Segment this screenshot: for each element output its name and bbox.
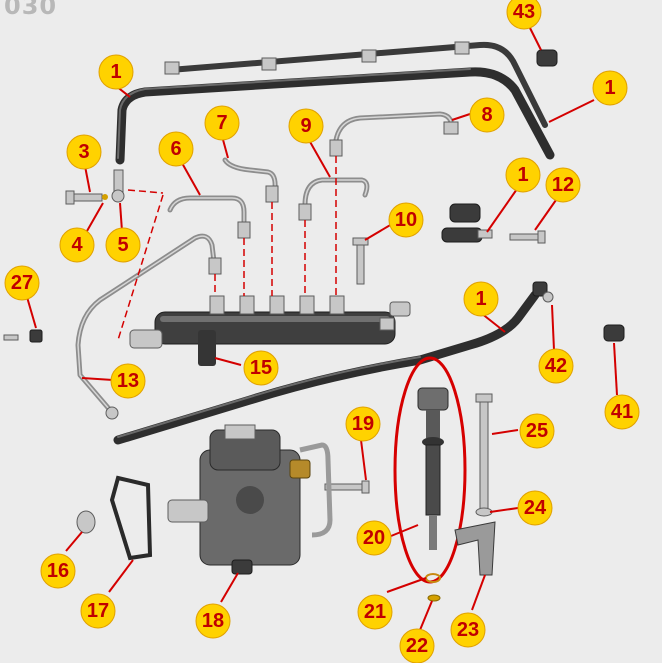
callout: 41	[604, 394, 640, 430]
callout: 15	[243, 350, 279, 386]
callout: 21	[357, 594, 393, 630]
svg-text:25: 25	[526, 420, 548, 442]
callout: 42	[538, 348, 574, 384]
callout: 13	[110, 363, 146, 399]
leader-lines	[26, 21, 618, 631]
pipe-left-long	[75, 233, 222, 420]
high-pressure-pump	[167, 424, 333, 575]
svg-text:1: 1	[604, 77, 615, 99]
callout: 1	[98, 54, 134, 90]
callout: 7	[204, 105, 240, 141]
callout: 20	[356, 520, 392, 556]
svg-text:21: 21	[364, 601, 386, 623]
bolt-10	[352, 237, 369, 285]
callout: 1	[463, 281, 499, 317]
svg-text:8: 8	[481, 104, 492, 126]
svg-text:13: 13	[117, 370, 139, 392]
callout-badges: 43 1 1 8 7 9 3 6 1 12 4 5 10 27 1 42 13 …	[4, 0, 640, 663]
svg-text:18: 18	[202, 610, 224, 632]
svg-text:22: 22	[406, 635, 428, 657]
callout: 9	[288, 108, 324, 144]
svg-text:1: 1	[517, 164, 528, 186]
svg-text:16: 16	[47, 560, 69, 582]
part-27	[3, 329, 43, 343]
svg-text:6: 6	[170, 138, 181, 160]
clip-43	[536, 49, 558, 67]
svg-text:15: 15	[250, 357, 272, 379]
callout: 1	[505, 157, 541, 193]
svg-text:42: 42	[545, 355, 567, 377]
svg-text:19: 19	[352, 413, 374, 435]
svg-text:9: 9	[300, 115, 311, 137]
callout: 27	[4, 265, 40, 301]
svg-text:1: 1	[110, 61, 121, 83]
callout: 5	[105, 227, 141, 263]
svg-text:24: 24	[524, 497, 547, 519]
svg-text:10: 10	[395, 209, 417, 231]
banjo-5	[111, 169, 125, 203]
callout: 19	[345, 406, 381, 442]
gasket-17	[109, 475, 153, 561]
callout: 12	[545, 167, 581, 203]
pipe-9	[298, 177, 370, 221]
svg-text:41: 41	[611, 401, 633, 423]
injector	[417, 387, 449, 550]
callout: 23	[450, 612, 486, 648]
callout: 22	[399, 628, 435, 663]
washer-22	[427, 594, 441, 602]
svg-text:7: 7	[216, 112, 227, 134]
callout: 4	[59, 227, 95, 263]
bolt-3	[65, 190, 108, 205]
callout: 8	[469, 97, 505, 133]
callout: 25	[519, 413, 555, 449]
svg-text:12: 12	[552, 174, 574, 196]
callout: 1	[592, 70, 628, 106]
return-hose-lower	[113, 281, 548, 445]
callout: 16	[40, 553, 76, 589]
svg-text:20: 20	[363, 527, 385, 549]
clip-42	[542, 291, 554, 303]
return-hose-top-thin	[164, 41, 548, 128]
callout: 18	[195, 603, 231, 639]
svg-text:3: 3	[78, 141, 89, 163]
svg-text:5: 5	[117, 234, 128, 256]
callout: 43	[506, 0, 542, 30]
pipe-7	[222, 157, 279, 203]
nut-16	[76, 510, 96, 534]
svg-text:43: 43	[513, 1, 535, 23]
bolt-25	[475, 393, 493, 511]
callout: 17	[80, 593, 116, 629]
svg-text:23: 23	[457, 619, 479, 641]
clamp-23	[454, 521, 496, 576]
svg-text:17: 17	[87, 600, 109, 622]
bolt-12	[509, 230, 546, 244]
bolt-19	[324, 480, 370, 494]
diagram-code: 030	[4, 0, 58, 20]
callout: 24	[517, 490, 553, 526]
callout: 3	[66, 134, 102, 170]
common-rail	[129, 295, 411, 366]
pipe-8	[329, 111, 459, 157]
clamp-1	[441, 203, 493, 243]
svg-text:1: 1	[475, 288, 486, 310]
rail-dashed-guides	[117, 156, 337, 341]
callout: 6	[158, 131, 194, 167]
clip-41	[603, 324, 625, 342]
pipe-6	[167, 195, 251, 239]
callout: 10	[388, 202, 424, 238]
svg-text:4: 4	[71, 234, 83, 256]
svg-text:27: 27	[11, 272, 33, 294]
washer-24	[475, 507, 493, 517]
